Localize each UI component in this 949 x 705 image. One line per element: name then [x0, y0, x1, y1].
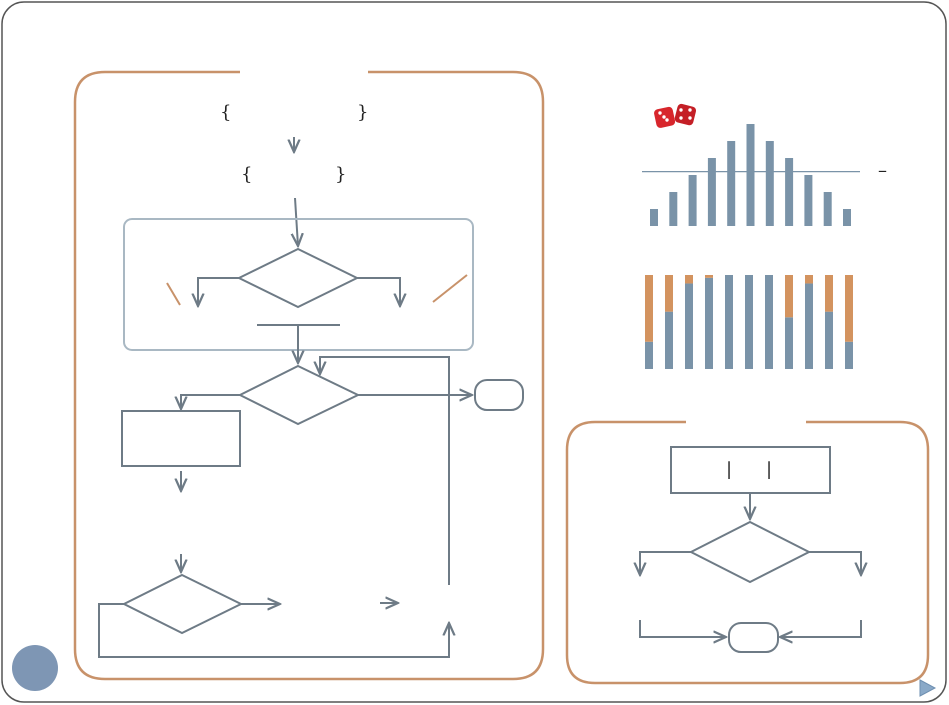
stack-top-11: [845, 275, 853, 342]
decision-diamond-middle: [237, 364, 361, 426]
stack-bottom-1: [645, 341, 653, 369]
abs-bar-right: |: [766, 459, 773, 480]
slide-number-circle: [12, 645, 58, 691]
dice-icon: [654, 103, 697, 128]
right-branch-right: [809, 551, 861, 575]
stack-top-8: [785, 275, 793, 318]
stack-top-4: [705, 275, 713, 278]
bar-9: [804, 175, 813, 226]
slash-right: [432, 274, 468, 303]
distribution-bar-chart: [650, 124, 851, 226]
brace-open-1: {: [220, 102, 232, 123]
bar-4: [707, 158, 716, 226]
left-panel-border: [73, 70, 545, 681]
stack-bottom-6: [745, 275, 753, 369]
process-box: [121, 410, 241, 467]
right-merge-left: [639, 620, 726, 637]
bar-6: [746, 124, 755, 226]
bar-11: [843, 209, 851, 226]
stack-top-3: [685, 275, 693, 284]
branch-left: [198, 277, 239, 306]
bar-1: [650, 209, 658, 226]
stack-top-9: [805, 275, 813, 284]
right-branch-left: [640, 551, 691, 575]
arrow-into-inner-box: [295, 197, 298, 246]
brace-close-2: }: [335, 164, 347, 185]
branch-right: [357, 277, 400, 306]
dash-mark: –: [878, 160, 887, 181]
bar-8: [785, 158, 794, 226]
bar-10: [823, 192, 832, 226]
stack-top-2: [665, 275, 673, 312]
loop-back: [320, 356, 450, 585]
branch-to-process: [181, 394, 240, 409]
bar-5: [727, 141, 736, 226]
stack-top-10: [825, 275, 833, 312]
right-end-terminator: [728, 622, 779, 653]
slash-left: [166, 282, 181, 306]
stack-top-1: [645, 275, 653, 342]
stack-bottom-3: [685, 283, 693, 369]
decision-diamond-bottom: [121, 573, 244, 635]
next-slide-arrow-icon[interactable]: [919, 679, 937, 697]
right-process-box: [670, 446, 831, 494]
decision-diamond-top: [236, 247, 360, 309]
bar-2: [669, 192, 678, 226]
loop-self: [98, 603, 449, 658]
stack-bottom-5: [725, 275, 733, 369]
right-panel-border: [565, 420, 930, 685]
stack-bottom-4: [705, 277, 713, 369]
right-panel: [565, 420, 930, 685]
abs-bar-left: |: [726, 459, 733, 480]
left-panel: [73, 70, 545, 681]
stack-bottom-2: [665, 311, 673, 369]
stacked-bar-chart: [645, 275, 853, 369]
brace-open-2: {: [241, 164, 253, 185]
brace-close-1: }: [357, 102, 369, 123]
stack-bottom-10: [825, 311, 833, 369]
right-merge-right: [780, 620, 862, 637]
bar-7: [765, 141, 774, 226]
stack-bottom-8: [785, 317, 793, 369]
right-decision-diamond: [688, 520, 812, 584]
end-terminator: [474, 379, 524, 411]
stack-bottom-9: [805, 283, 813, 369]
stack-bottom-11: [845, 341, 853, 369]
stack-bottom-7: [765, 275, 773, 369]
bar-3: [688, 175, 697, 226]
